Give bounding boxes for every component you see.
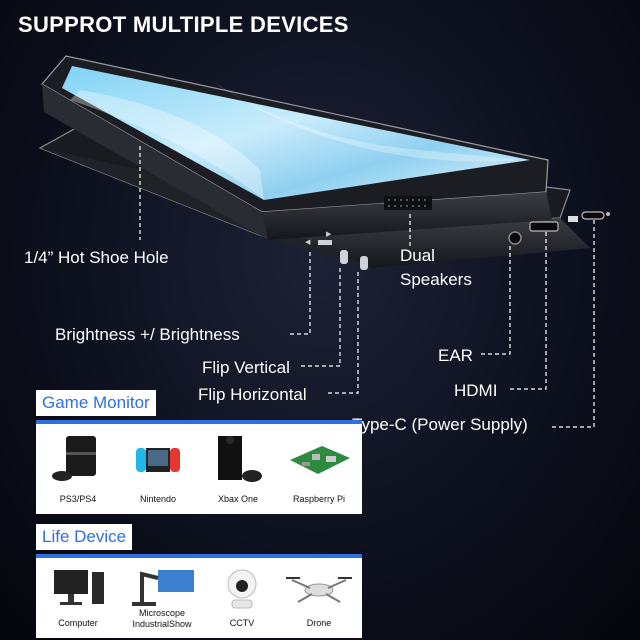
nintendo-item: Nintendo	[122, 430, 194, 508]
dual-speakers-label-1: Dual	[400, 246, 435, 265]
side-ports: ◀ ▶	[305, 211, 610, 270]
cctv-icon	[227, 569, 257, 609]
cctv-item: CCTV	[206, 564, 278, 634]
game-monitor-tag: Game Monitor	[36, 390, 156, 416]
hot-shoe-label: 1/4” Hot Shoe Hole	[24, 248, 169, 267]
dual-speakers-label-2: Speakers	[400, 270, 472, 289]
drone-icon	[286, 577, 352, 603]
ps3-ps4-item: PS3/PS4	[42, 430, 114, 508]
svg-text:◀: ◀	[305, 238, 311, 246]
type-c-label: Type-C (Power Supply)	[352, 415, 528, 434]
svg-text:▶: ▶	[326, 230, 332, 238]
front-monitor	[41, 55, 552, 240]
microscope-item: Microscope IndustrialShow	[122, 564, 202, 634]
ear-label: EAR	[438, 346, 473, 365]
computer-icon	[54, 570, 104, 605]
switch-icon	[136, 448, 180, 472]
raspberry-pi-icon	[290, 446, 350, 474]
xbox-icon	[218, 436, 262, 482]
brightness-label: Brightness +/ Brightness	[55, 325, 240, 344]
life-device-tag: Life Device	[36, 524, 133, 550]
xbox-one-item: Xbax One	[202, 430, 274, 508]
life-device-panel: Computer Microscope IndustrialShow CCTV …	[36, 554, 362, 638]
drone-item: Drone	[282, 564, 356, 634]
page-title: SUPPROT MULTIPLE DEVICES	[18, 12, 349, 37]
hdmi-label: HDMI	[454, 381, 498, 400]
microscope-icon	[132, 570, 194, 606]
console-icon	[52, 436, 96, 481]
flip-vertical-label: Flip Vertical	[202, 358, 290, 377]
game-monitor-panel: PS3/PS4 Nintendo Xbax One Raspberry Pi	[36, 420, 362, 514]
raspberry-pi-item: Raspberry Pi	[282, 430, 356, 508]
flip-horizontal-label: Flip Horizontal	[198, 385, 307, 404]
computer-item: Computer	[42, 564, 114, 634]
